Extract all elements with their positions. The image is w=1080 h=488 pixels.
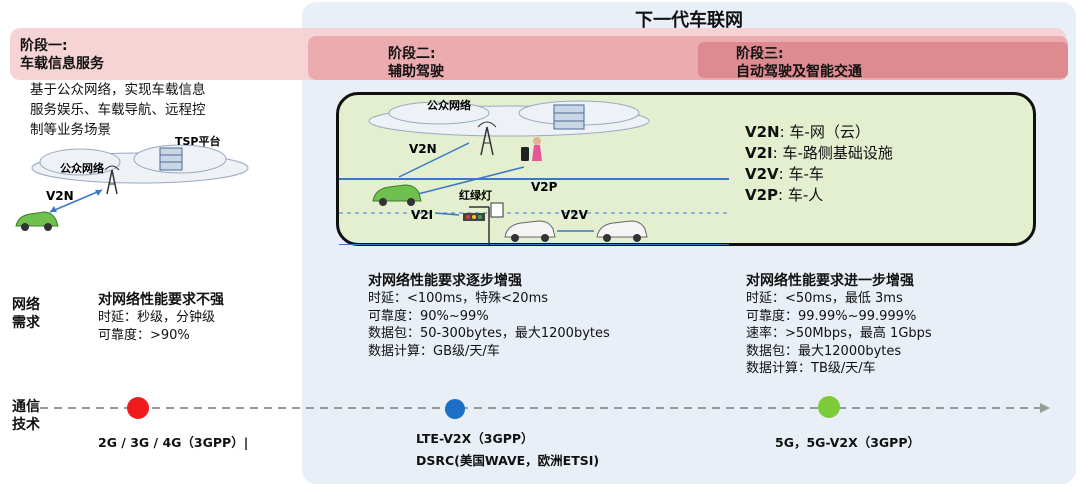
stage-1-illustration: 公众网络 TSP平台 V2N — [15, 134, 249, 231]
v2p-arrow — [413, 166, 525, 196]
rsu-icon — [490, 202, 504, 218]
cloud-icon — [368, 100, 650, 137]
requirement-stage-3: 对网络性能要求进一步增强 时延：<50ms，最低 3ms 可靠度：99.99%~… — [746, 273, 932, 376]
tech-dot-5g — [818, 396, 840, 418]
v2n-arrow — [49, 189, 103, 213]
car-icon — [504, 220, 556, 242]
cloud-label: 公众网络 — [427, 98, 471, 112]
stage-3-title: 阶段三: 自动驾驶及智能交通 — [736, 46, 862, 80]
v2i-arrow — [434, 212, 460, 216]
tech-label-stage-2: LTE-V2X（3GPP） DSRC(美国WAVE，欧洲ETSI) — [416, 431, 600, 468]
tech-timeline — [40, 403, 1050, 413]
tech-label-stage-1: 2G / 3G / 4G（3GPP）| — [98, 435, 249, 450]
row-label-network: 网络 需求 — [12, 297, 40, 331]
v2n-label: V2N — [409, 142, 437, 156]
v2x-legend: V2N: 车-网（云） V2I: 车-路侧基础设施 V2V: 车-车 V2P: … — [745, 123, 893, 204]
server-icon — [553, 104, 585, 130]
v2x-scene-illustration: 公众网络 V2N V2P 红绿灯 V2I — [339, 98, 729, 245]
v2n-arrow — [398, 142, 470, 178]
row-label-communication: 通信 技术 — [12, 399, 40, 433]
v2i-label: V2I — [411, 208, 433, 222]
requirement-stage-1: 对网络性能要求不强 时延：秒级，分钟级 可靠度：>90% — [98, 292, 224, 343]
stage-1-description: 基于公众网络，实现车载信息 服务娱乐、车载导航、远程控 制等业务场景 — [30, 82, 206, 138]
traffic-light-icon — [463, 206, 490, 245]
cloud-label: 公众网络 — [60, 161, 104, 175]
v2n-label: V2N — [46, 189, 74, 203]
antenna-tower-icon — [477, 121, 497, 156]
tech-dot-2g-4g — [127, 397, 149, 419]
traffic-light-label: 红绿灯 — [459, 188, 492, 202]
stage-1-title: 阶段一: 车载信息服务 — [20, 38, 104, 72]
next-gen-title: 下一代车联网 — [635, 10, 743, 31]
car-icon — [372, 184, 422, 206]
server-icon — [159, 147, 183, 171]
antenna-tower-icon — [104, 165, 120, 195]
car-icon — [596, 220, 648, 242]
stage-band-3 — [698, 42, 1068, 78]
v2p-label: V2P — [531, 180, 558, 194]
phone-person-icon — [521, 137, 542, 161]
tech-dot-lte-v2x — [445, 399, 465, 419]
tsp-label: TSP平台 — [175, 134, 221, 148]
tech-label-stage-3: 5G，5G-V2X（3GPP） — [775, 435, 920, 450]
requirement-stage-2: 对网络性能要求逐步增强 时延：<100ms，特殊<20ms 可靠度：90%~99… — [368, 273, 610, 359]
v2v-label: V2V — [561, 208, 589, 222]
stage-2-title: 阶段二: 辅助驾驶 — [388, 46, 444, 80]
car-icon — [15, 211, 59, 231]
